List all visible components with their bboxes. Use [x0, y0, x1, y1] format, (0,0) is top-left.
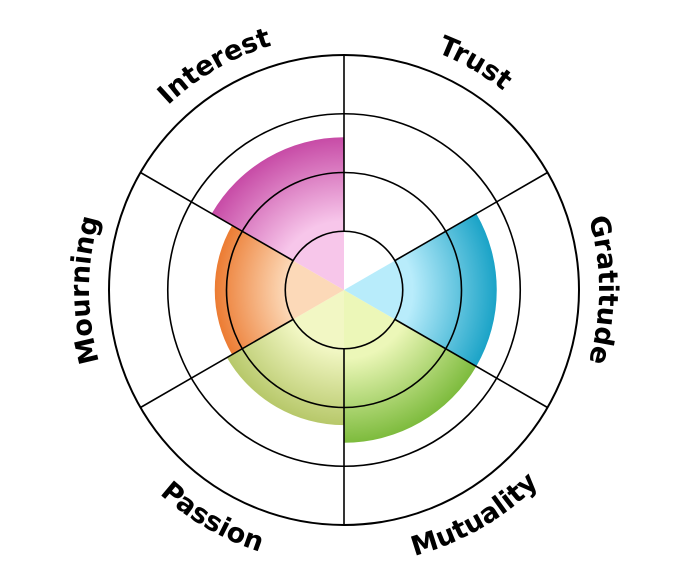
sector-interest: [211, 137, 344, 290]
sector-passion: [226, 290, 344, 426]
grid-layer: [108, 54, 580, 526]
sector-label-mutuality: Mutuality: [407, 466, 544, 563]
spoke-line: [140, 171, 294, 262]
sector-label-passion: Passion: [155, 476, 268, 559]
sector-label-gratitude: Gratitude: [582, 212, 623, 368]
sector-label-trust: Trust: [434, 30, 518, 96]
sector-label-mourning: Mourning: [65, 212, 106, 367]
spoke-line: [394, 318, 548, 409]
spoke-line: [140, 318, 294, 409]
sector-mutuality: [344, 290, 477, 443]
spoke-line: [394, 171, 548, 262]
sector-gratitude: [344, 213, 497, 367]
sector-layer: [211, 137, 497, 443]
sector-label-interest: Interest: [152, 22, 274, 110]
sector-mourning: [214, 225, 344, 355]
